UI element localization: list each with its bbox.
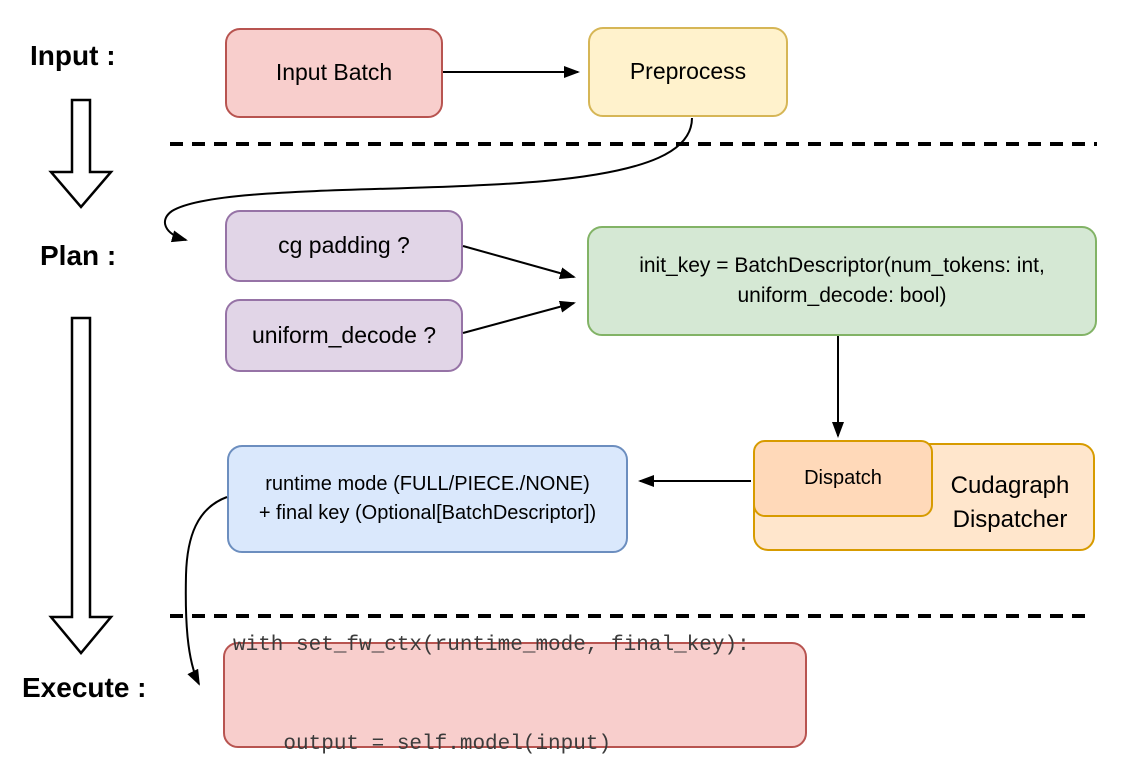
runtime-result-line1: runtime mode (FULL/PIECE./NONE) [265,473,590,495]
stage-arrow-input-to-plan-icon [48,98,114,209]
plan-stage-label: Plan : [40,240,117,271]
execute-code-line2: output = self.model(input) [233,733,612,756]
connector-runtime-to-executecode [184,496,228,686]
input-batch-node: Input Batch [225,28,443,118]
uniform-decode-label: uniform_decode ? [251,321,437,348]
uniform-decode-node: uniform_decode ? [225,299,463,372]
dispatch-label: Dispatch [804,467,882,489]
cudagraph-dispatcher-line1: Cudagraph [950,472,1070,499]
dispatch-node: Dispatch [753,440,933,517]
cg-padding-label: cg padding ? [278,232,410,259]
input-stage-label: Input : [30,40,116,71]
init-key-node: init_key = BatchDescriptor(num_tokens: i… [587,226,1097,336]
runtime-result-line2: + final key (Optional[BatchDescriptor]) [258,502,597,524]
preprocess-node: Preprocess [588,27,788,117]
execute-code-line1: with set_fw_ctx(runtime_mode, final_key)… [233,634,750,657]
stage-arrow-plan-to-execute-icon [48,316,114,655]
connector-uniformdecode-to-initkey [462,300,576,334]
execute-stage-label: Execute : [22,672,147,703]
init-key-line1: init_key = BatchDescriptor(num_tokens: i… [639,253,1045,277]
init-key-line2: uniform_decode: bool) [737,284,947,307]
input-batch-label: Input Batch [275,59,393,86]
connector-cgpadding-to-initkey [462,245,576,280]
execute-code-node: with set_fw_ctx(runtime_mode, final_key)… [223,634,807,756]
runtime-result-node: runtime mode (FULL/PIECE./NONE) + final … [227,445,628,553]
cudagraph-dispatcher-line2: Dispatcher [952,506,1068,533]
cg-padding-node: cg padding ? [225,210,463,282]
preprocess-label: Preprocess [629,58,747,85]
